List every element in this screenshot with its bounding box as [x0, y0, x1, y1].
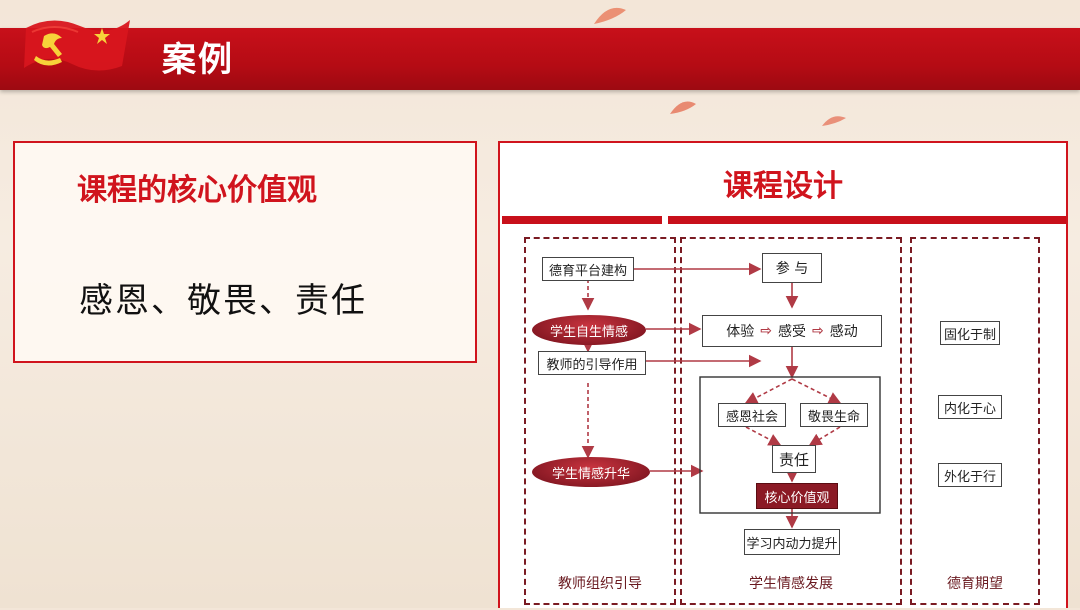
- student-column: [680, 237, 902, 605]
- arrow-right-icon: ⇨: [812, 323, 824, 339]
- teacher-column: [524, 237, 676, 605]
- party-flag-icon: [24, 20, 130, 71]
- header-banner: [0, 28, 1080, 90]
- divider-bar: [668, 216, 1066, 224]
- teacher-column-label: 教师组织引导: [558, 576, 642, 592]
- page-title: 案例: [162, 40, 234, 80]
- teacher-role-box: 教师的引导作用: [538, 351, 646, 375]
- core-values-box: 核心价值观: [756, 483, 838, 509]
- core-values-panel: 课程的核心价值观 感恩、敬畏、责任: [13, 141, 477, 363]
- motivation-box: 学习内动力提升: [744, 529, 840, 555]
- core-values-text: 感恩、敬畏、责任: [79, 281, 367, 321]
- divider-bar: [502, 216, 662, 224]
- student-column-label: 学生情感发展: [749, 576, 833, 592]
- flower-petal-icon: [670, 101, 696, 114]
- flower-petal-icon: [594, 7, 626, 24]
- course-design-panel: 课程设计: [498, 141, 1068, 608]
- experience-chain-box: 体验 ⇨ 感受 ⇨ 感动: [702, 315, 882, 347]
- flower-petal-icon: [822, 116, 846, 126]
- elevate-pill: 学生情感升华: [532, 457, 650, 487]
- experience-label: 体验: [726, 324, 755, 340]
- internalize-box: 内化于心: [938, 395, 1002, 419]
- moral-column: [910, 237, 1040, 605]
- arrow-right-icon: ⇨: [760, 323, 772, 339]
- externalize-box: 外化于行: [938, 463, 1002, 487]
- course-design-diagram: 德育平台建构 学生自生情感 教师的引导作用 学生情感升华 教师组织引导 参 与 …: [500, 231, 1066, 610]
- institution-box: 固化于制: [940, 321, 1000, 345]
- feel-label: 感受: [778, 324, 806, 340]
- responsibility-box: 责任: [772, 445, 816, 473]
- moral-column-label: 德育期望: [947, 576, 1003, 592]
- platform-box: 德育平台建构: [542, 257, 634, 281]
- revere-life-box: 敬畏生命: [800, 403, 868, 427]
- grateful-society-box: 感恩社会: [718, 403, 786, 427]
- moved-label: 感动: [829, 324, 858, 340]
- participate-box: 参 与: [762, 253, 822, 283]
- course-design-heading: 课程设计: [723, 169, 843, 204]
- self-emotion-pill: 学生自生情感: [532, 315, 646, 345]
- core-values-heading: 课程的核心价值观: [77, 173, 317, 208]
- diagram-arrows: [581, 262, 881, 529]
